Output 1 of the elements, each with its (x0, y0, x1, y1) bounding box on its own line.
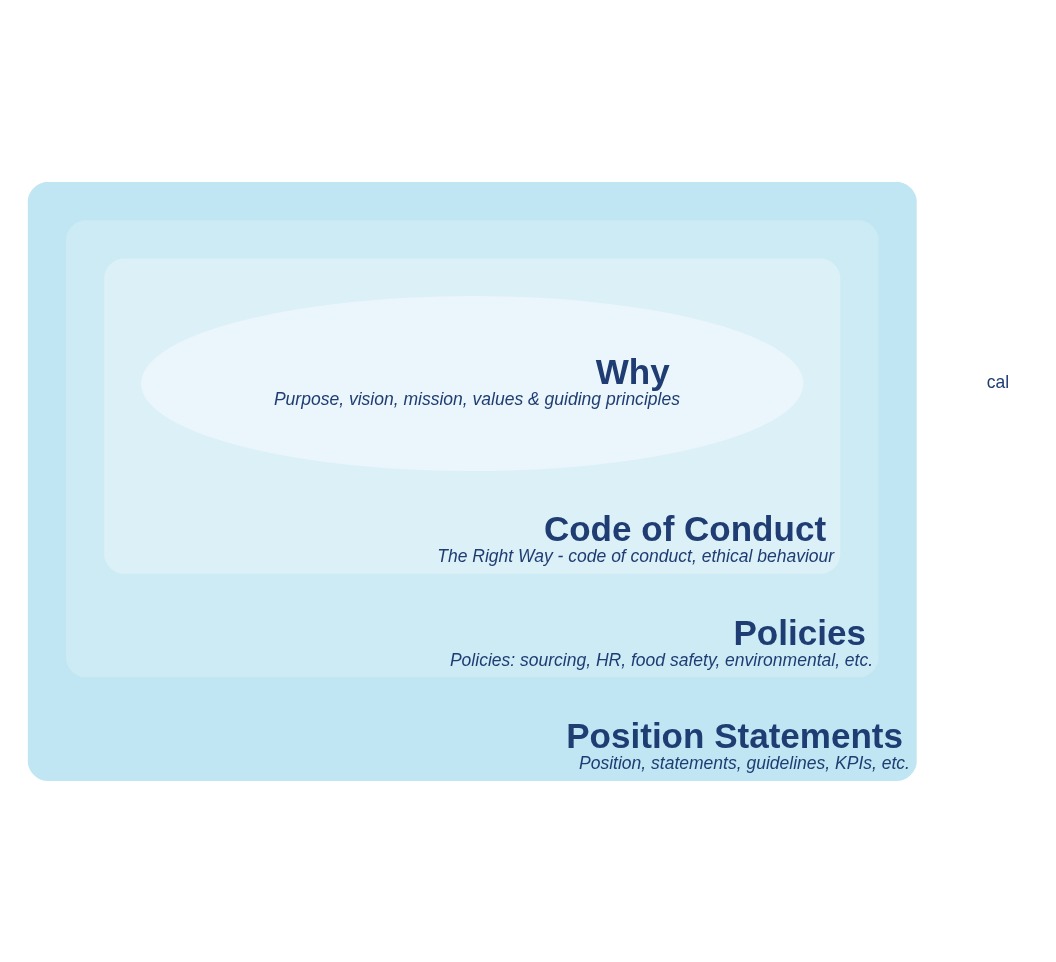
label: cal (986, 371, 1010, 392)
